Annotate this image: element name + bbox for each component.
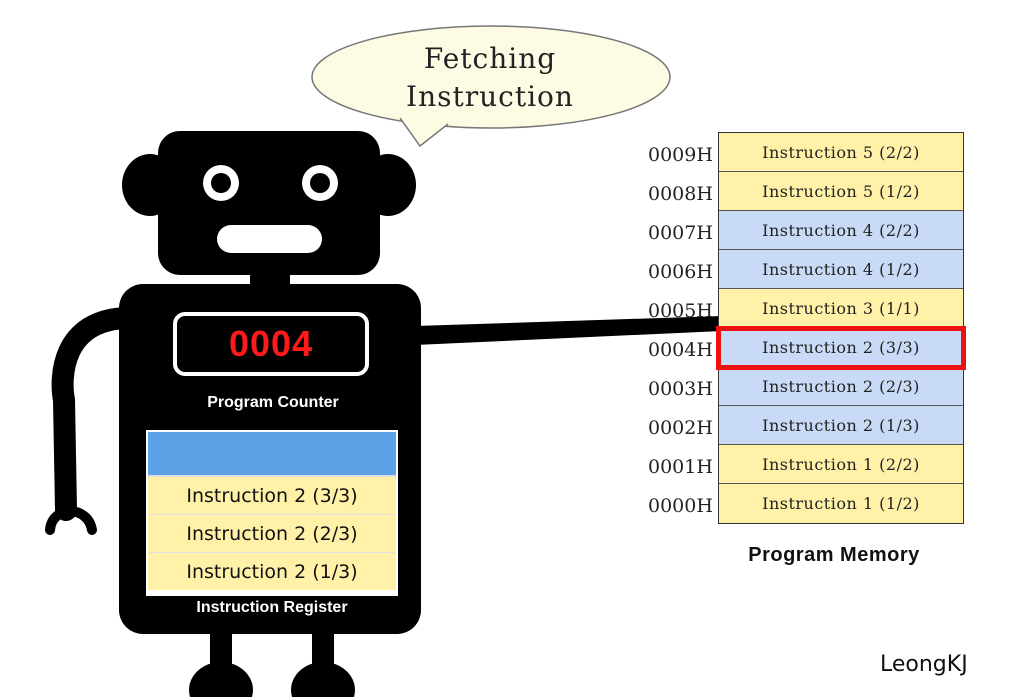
memory-address: 0002H (648, 416, 713, 439)
memory-cell: Instruction 4 (2/2) (719, 211, 963, 250)
author-signature: LeongKJ (880, 652, 968, 677)
memory-cell: Instruction 3 (1/1) (719, 289, 963, 328)
instruction-register-empty-slot (148, 432, 396, 476)
memory-address: 0006H (648, 260, 713, 283)
current-address-highlight (716, 326, 966, 370)
memory-address: 0003H (648, 377, 713, 400)
robot-legs (189, 630, 355, 697)
memory-address-column: 0009H 0008H 0007H 0006H 0005H 0004H 0003… (640, 132, 716, 522)
bubble-line-2: Instruction (406, 80, 574, 113)
memory-cell: Instruction 1 (1/2) (719, 484, 963, 523)
instruction-register-label: Instruction Register (196, 599, 348, 616)
memory-cell-highlighted: Instruction 2 (3/3) (719, 328, 963, 367)
program-counter-label: Program Counter (207, 394, 339, 411)
memory-address: 0001H (648, 455, 713, 478)
instruction-register-row: Instruction 2 (3/3) (148, 476, 396, 514)
program-counter-value: 0004 (228, 323, 314, 364)
memory-address: 0009H (648, 143, 713, 166)
memory-cell: Instruction 2 (1/3) (719, 406, 963, 445)
program-counter-display: 0004 (173, 312, 369, 376)
memory-cell: Instruction 4 (1/2) (719, 250, 963, 289)
program-memory-label: Program Memory (748, 544, 920, 566)
robot-head (122, 131, 416, 275)
memory-cell: Instruction 2 (2/3) (719, 367, 963, 406)
memory-cell: Instruction 5 (2/2) (719, 133, 963, 172)
memory-address: 0007H (648, 221, 713, 244)
memory-address: 0008H (648, 182, 713, 205)
robot-neck (250, 272, 290, 286)
memory-address: 0005H (648, 299, 713, 322)
memory-cell: Instruction 1 (2/2) (719, 445, 963, 484)
memory-address: 0004H (648, 338, 713, 361)
speech-bubble (311, 25, 671, 148)
memory-address: 0000H (648, 494, 713, 517)
robot-left-arm (45, 307, 141, 535)
speech-bubble-text: Fetching Instruction (340, 40, 640, 116)
instruction-register-row: Instruction 2 (2/3) (148, 514, 396, 552)
program-memory-table: Instruction 5 (2/2) Instruction 5 (1/2) … (718, 132, 964, 524)
instruction-register: Instruction 2 (3/3) Instruction 2 (2/3) … (146, 430, 398, 596)
robot-pointing-arm (415, 316, 722, 345)
bubble-line-1: Fetching (423, 42, 557, 75)
memory-cell: Instruction 5 (1/2) (719, 172, 963, 211)
instruction-register-row: Instruction 2 (1/3) (148, 552, 396, 590)
